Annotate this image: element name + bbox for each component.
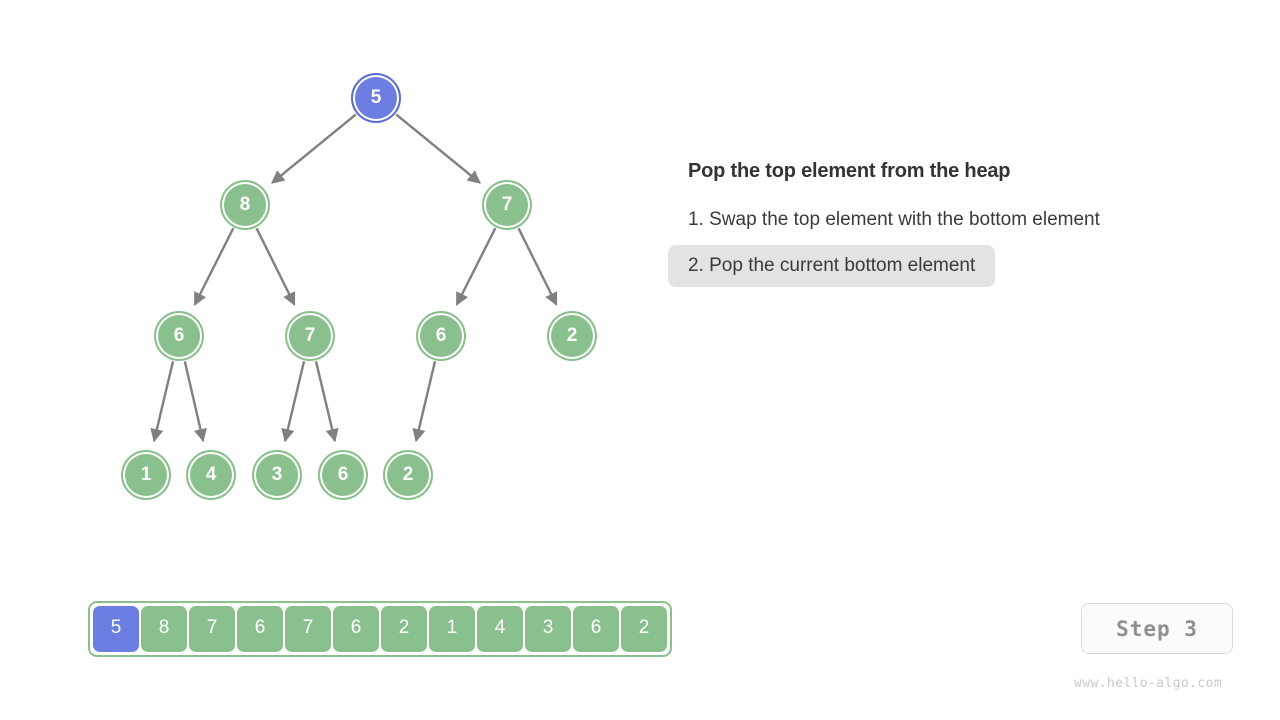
tree-node: 4 <box>186 450 236 500</box>
page-title: Pop the top element from the heap <box>688 160 1011 182</box>
array-cell: 6 <box>237 606 283 652</box>
tree-node-value: 6 <box>435 324 447 346</box>
heap-array-view: 5 8 7 6 7 6 2 1 4 3 6 2 <box>88 601 672 657</box>
steps-list: 1. Swap the top element with the bottom … <box>668 199 1248 291</box>
step-item: 1. Swap the top element with the bottom … <box>688 209 1100 230</box>
tree-node: 6 <box>318 450 368 500</box>
tree-node: 1 <box>121 450 171 500</box>
tree-node: 2 <box>383 450 433 500</box>
array-cell-value: 4 <box>494 617 506 638</box>
tree-node-value: 2 <box>566 324 578 346</box>
tree-edge <box>455 227 497 306</box>
tree-edge <box>193 227 235 306</box>
tree-node: 6 <box>154 311 204 361</box>
array-cell-value: 7 <box>302 617 314 638</box>
array-cell-value: 6 <box>590 617 602 638</box>
step-row: 2. Pop the current bottom element <box>668 245 1248 291</box>
array-cell: 6 <box>573 606 619 652</box>
array-cell-value: 8 <box>158 617 170 638</box>
tree-edges-canvas <box>150 113 558 443</box>
tree-node: 2 <box>547 311 597 361</box>
tree-edge <box>412 361 437 443</box>
tree-node-value: 6 <box>173 324 185 346</box>
array-cell: 7 <box>189 606 235 652</box>
tree-node: 7 <box>285 311 335 361</box>
array-cell: 7 <box>285 606 331 652</box>
tree-edge <box>271 113 357 184</box>
tree-node-value: 7 <box>501 193 513 215</box>
array-cell: 6 <box>333 606 379 652</box>
tree-node-value: 7 <box>304 324 316 346</box>
array-cell: 3 <box>525 606 571 652</box>
array-cell-value: 6 <box>254 617 266 638</box>
tree-node-value: 1 <box>140 463 152 485</box>
tree-node: 5 <box>351 73 401 123</box>
array-cell-value: 7 <box>206 617 218 638</box>
array-cell-value: 1 <box>446 617 458 638</box>
tree-node: 6 <box>416 311 466 361</box>
array-cell: 2 <box>621 606 667 652</box>
array-cell: 1 <box>429 606 475 652</box>
step-row: 1. Swap the top element with the bottom … <box>668 199 1248 245</box>
tree-edge <box>517 227 558 306</box>
tree-edge <box>255 227 296 306</box>
tree-edge <box>150 361 175 443</box>
watermark: www.hello-algo.com <box>1074 676 1223 691</box>
tree-node: 7 <box>482 180 532 230</box>
array-cell: 4 <box>477 606 523 652</box>
step-badge: Step 3 <box>1081 603 1233 654</box>
array-cell: 5 <box>93 606 139 652</box>
info-panel: Pop the top element from the heap 1. Swa… <box>668 160 1248 291</box>
step-item-active: 2. Pop the current bottom element <box>668 245 996 287</box>
array-cell-value: 5 <box>110 617 122 638</box>
tree-node: 8 <box>220 180 270 230</box>
tree-edge <box>281 361 306 443</box>
tree-node-value: 3 <box>271 463 283 485</box>
array-cell: 8 <box>141 606 187 652</box>
tree-node-value: 8 <box>239 193 251 215</box>
array-cell-value: 2 <box>398 617 410 638</box>
tree-node-value: 2 <box>402 463 414 485</box>
array-cell-value: 2 <box>638 617 650 638</box>
array-cell-value: 6 <box>350 617 362 638</box>
array-cell-value: 3 <box>542 617 554 638</box>
tree-node-value: 5 <box>370 86 382 108</box>
tree-edge <box>183 361 207 443</box>
tree-edge <box>395 113 481 184</box>
tree-node: 3 <box>252 450 302 500</box>
array-cell: 2 <box>381 606 427 652</box>
tree-node-value: 6 <box>337 463 349 485</box>
tree-edge <box>314 361 339 443</box>
tree-node-value: 4 <box>205 463 217 485</box>
